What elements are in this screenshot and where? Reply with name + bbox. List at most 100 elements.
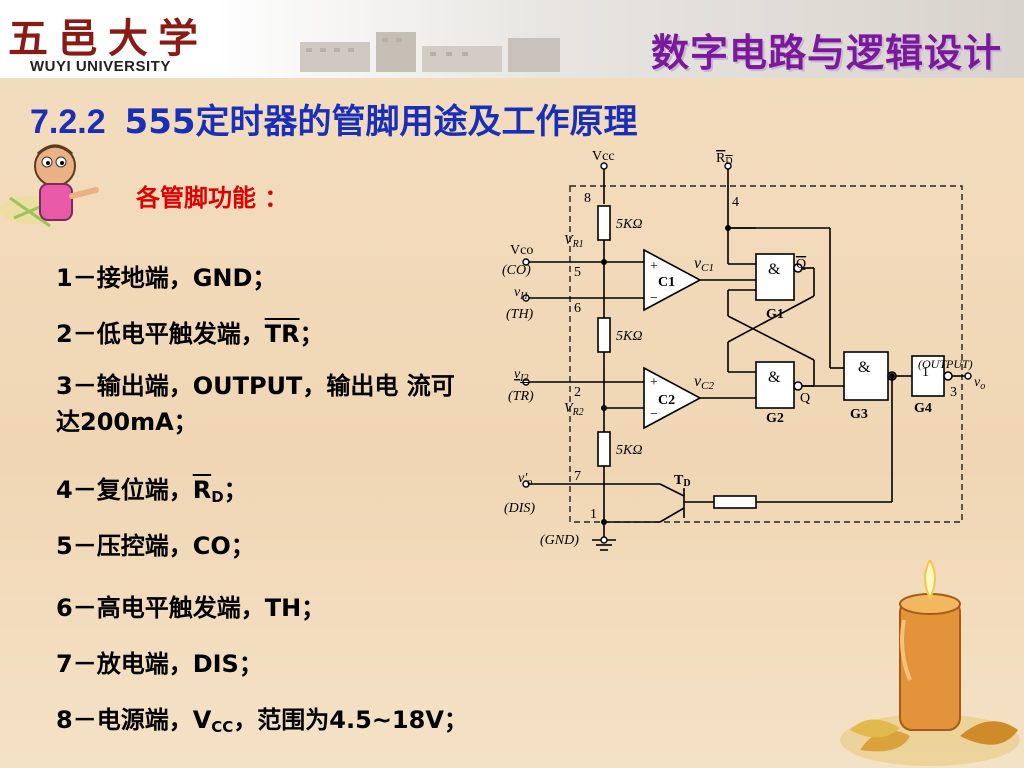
td-main: T [674,473,684,488]
td-sub: D [683,478,690,489]
tr-label: (TR) [508,389,534,404]
g3-label: G3 [850,407,868,422]
g1-label: G1 [766,307,784,322]
pin-8-tail: ，范围为4.5~18V； [233,706,468,734]
c2-plus: + [650,375,658,390]
vr1-label: VR1 [564,233,584,250]
resistor-1-label: 5KΩ [616,217,642,232]
pin-2-lead: 2－低电平触发端， [56,320,265,348]
vc1-sub: C1 [701,262,714,274]
c2-minus: − [650,407,658,422]
pin-6-lead: 6－高电平触发端， [56,594,265,622]
pin-1-lead: 1－接地端， [56,264,193,292]
vc1-label: vC1 [694,255,714,274]
vo-prime-label: v′o [518,471,532,488]
campus-skyline-graphic [300,32,560,72]
vr2-label: VR2 [564,401,584,418]
g2-and-symbol: & [768,369,781,386]
resistor-2-label: 5KΩ [616,329,642,344]
dis-label: (DIS) [504,501,535,516]
pin-4-description: 4－复位端，RD； [56,470,248,506]
pin-7-number: 7 [574,469,581,484]
pin-functions-heading: 各管脚功能 ： [136,184,289,212]
c1-label: C1 [658,275,675,290]
pin-1-description: 1－接地端，GND； [56,258,276,293]
qbar-label: Q [796,257,806,272]
candle-decoration-icon [840,560,1020,766]
pin-7-description: 7－放电端，DIS； [56,644,263,679]
vo-prime-sub: o [527,477,532,488]
vr2-sub: R2 [572,407,584,418]
vi2-label: vI2 [514,367,529,384]
vi1-label: vI1 [514,285,529,302]
vc2-label: vC2 [694,373,714,392]
pin-8-number: 8 [584,191,591,206]
g3-and-symbol: & [858,359,871,376]
vi2-main: v [514,367,521,382]
rd-label: RD [716,151,733,167]
vco-label: Vco [510,243,533,258]
c1-minus: − [650,291,658,306]
th-label: (TH) [506,307,534,322]
vc1-main: v [694,255,702,272]
vo-label: vo [974,375,985,392]
g2-label: G2 [766,411,784,426]
vr1-sub: R1 [572,239,584,250]
pin-4-number: 4 [732,195,739,210]
pin-3-number: 3 [950,385,957,400]
pin-2-number: 2 [574,385,581,400]
vi1-main: v [514,285,521,300]
section-title-text: 555定时器的管脚用途及工作原理 [124,102,638,142]
logo-english-text: WUYI UNIVERSITY [30,58,171,75]
university-logo [0,0,222,78]
pin-7-lead: 7－放电端， [56,650,193,678]
pin-6-name: TH [264,594,302,622]
555-timer-circuit-diagram: Vcc RD 8 4 5 6 2 7 1 3 5KΩ 5KΩ 5KΩ Vco (… [502,149,985,551]
output-label: (OUTPUT) [918,357,973,371]
pin-5-number: 5 [574,265,581,280]
pin-1-name: GND [192,264,253,292]
c2-label: C2 [658,393,675,408]
pin-5-name: CO [192,532,231,560]
course-title: 数字电路与逻辑设计 [650,31,1002,75]
pin-8-lead: 8－电源端， [56,706,193,734]
pin-5-lead: 5－压控端， [56,532,193,560]
pin-2-tail: ； [299,320,324,348]
pin-1-number: 1 [590,507,597,522]
q-label: Q [800,391,810,406]
rd-label-sub: D [725,156,732,167]
vo-sub: o [980,381,985,392]
vo-prime-main: v′ [518,471,528,486]
pin-4-lead: 4－复位端， [56,476,193,504]
pin-6-tail: ； [301,594,326,622]
vi2-sub: I2 [519,373,528,384]
vr2-main: V [564,401,574,416]
vi1-sub: I1 [519,291,528,302]
pin-8-description: 8－电源端，VCC，范围为4.5~18V； [56,700,468,736]
pin-6-description: 6－高电平触发端，TH； [56,588,325,623]
pin-7-tail: ； [238,650,263,678]
pin-2-name: TR [264,320,300,348]
vcc-label: Vcc [592,149,615,164]
slide-title: 7.2.2 555定时器的管脚用途及工作原理 [30,94,638,143]
pin-5-description: 5－压控端，CO； [56,526,255,561]
logo-chinese-text: 五邑大学 [8,15,208,62]
resistor-3-label: 5KΩ [616,443,642,458]
pin-4-sub: D [211,488,224,506]
vc2-sub: C2 [701,380,714,392]
pin-1-tail: ； [252,264,277,292]
g1-and-symbol: & [768,261,781,278]
pin-6-number: 6 [574,301,581,316]
td-label: TD [674,473,691,489]
co-label: (CO) [502,263,531,278]
chip-boundary [569,185,963,523]
pin-4-name: R [192,476,212,504]
pin-7-name: DIS [192,650,239,678]
pin-4-tail: ； [223,476,248,504]
pin-8-sub: CC [211,718,234,736]
pin-2-description: 2－低电平触发端，TR； [56,314,324,349]
pin-8-name: V [192,706,212,734]
teacher-cartoon-icon [0,144,99,228]
vo-main: v [974,375,981,390]
g4-inverter-symbol: 1 [922,365,929,380]
